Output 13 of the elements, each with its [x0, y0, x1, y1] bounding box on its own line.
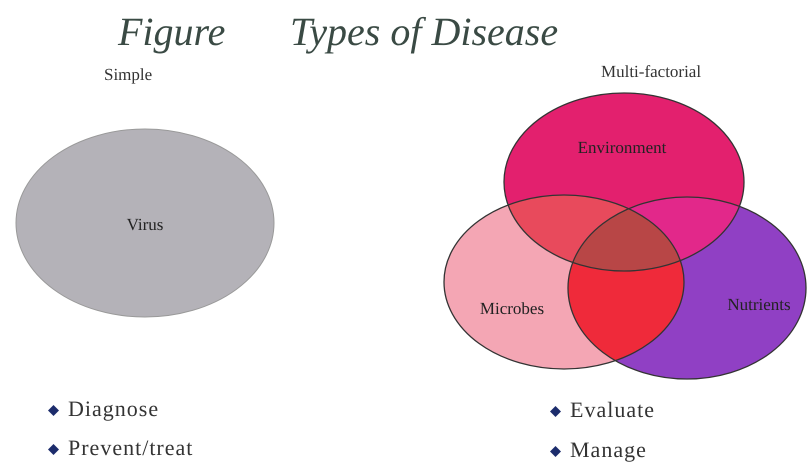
set-label: Microbes: [480, 299, 544, 319]
bullet-item: Prevent/treat: [68, 435, 194, 461]
bullet-item: Diagnose: [68, 396, 160, 422]
node-label: Virus: [126, 215, 164, 235]
disease-ellipse: [15, 128, 275, 318]
bullet-item: Evaluate: [570, 397, 655, 423]
bullet-item: Manage: [570, 437, 647, 463]
set-label: Environment: [578, 138, 666, 158]
set-label: Nutrients: [727, 295, 791, 315]
column-heading: Multi-factorial: [601, 62, 702, 82]
title: Types of Disease: [290, 8, 558, 55]
column-heading: Simple: [104, 65, 152, 85]
figure-label: Figure: [118, 8, 226, 55]
